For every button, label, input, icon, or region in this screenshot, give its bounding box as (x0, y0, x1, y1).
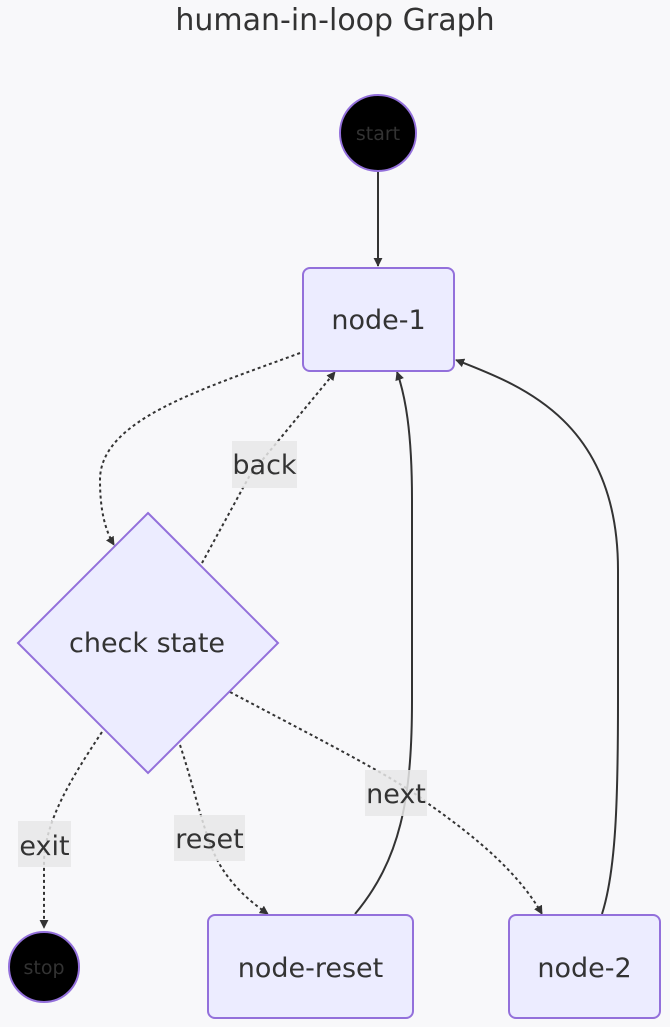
edge-node-1-to-check-state (98, 352, 301, 546)
svg-text:start: start (356, 123, 400, 145)
edge-label-next: next (365, 770, 427, 816)
svg-text:check state: check state (69, 628, 225, 659)
svg-text:reset: reset (175, 824, 243, 855)
svg-text:node-1: node-1 (331, 305, 425, 336)
edge-label-back: back (232, 441, 297, 488)
svg-text:next: next (366, 779, 426, 810)
edge-node-reset-to-node-1 (354, 371, 413, 915)
node-2[interactable]: node-2 (508, 914, 661, 1019)
edge-node-2-to-node-1 (455, 358, 619, 915)
edge-check-state-to-node-reset (179, 744, 269, 915)
node-1[interactable]: node-1 (302, 267, 455, 372)
node-check-state[interactable]: check state (16, 511, 280, 775)
svg-text:exit: exit (19, 831, 69, 862)
svg-text:back: back (232, 450, 297, 481)
node-start[interactable]: start (339, 94, 417, 172)
node-reset[interactable]: node-reset (207, 914, 414, 1019)
graph-title: human-in-loop Graph (175, 3, 494, 38)
edge-check-state-to-node-2-next (229, 691, 543, 915)
svg-text:node-2: node-2 (537, 953, 631, 984)
node-stop[interactable]: stop (8, 931, 80, 1003)
edge-label-exit: exit (18, 821, 71, 867)
svg-text:node-reset: node-reset (238, 953, 384, 984)
edge-label-reset: reset (174, 815, 245, 861)
svg-text:stop: stop (23, 957, 64, 979)
